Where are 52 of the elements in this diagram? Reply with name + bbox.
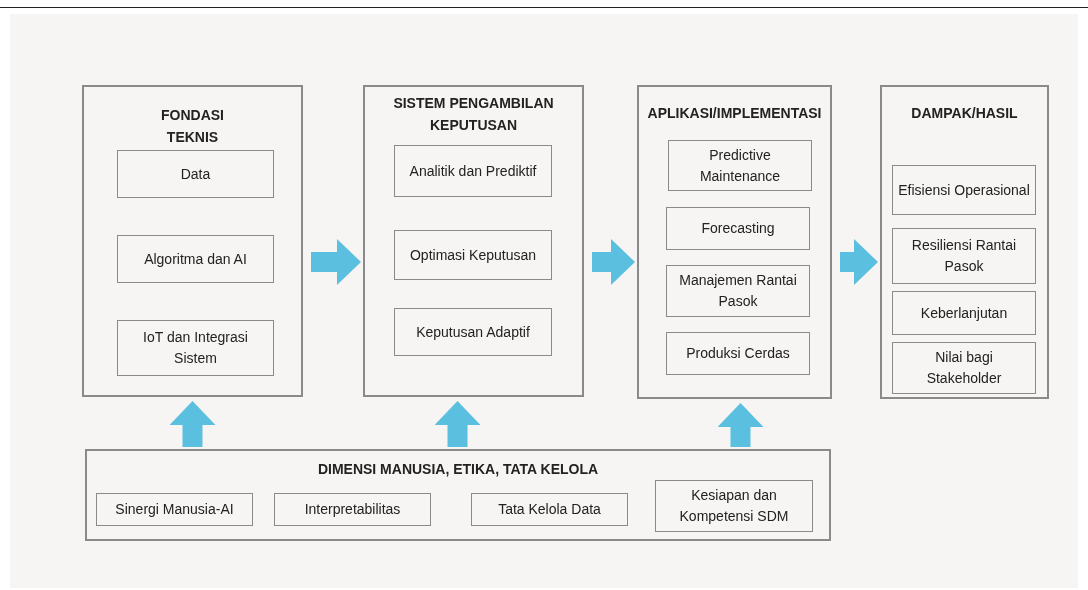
block-arrow (840, 239, 878, 285)
item-label: Sinergi Manusia-AI (114, 500, 235, 519)
item-label: Forecasting (700, 219, 776, 238)
item-label: Keputusan Adaptif (415, 322, 531, 342)
item-label: Nilai bagi Stakeholder (925, 348, 1003, 388)
item-label: Algoritma dan AI (143, 249, 248, 269)
item-label: Data (179, 164, 212, 184)
item-box (96, 493, 253, 526)
item-box (117, 235, 274, 283)
item-label: Efisiensi Operasional (897, 180, 1031, 200)
item-box (117, 150, 274, 198)
block-arrow (717, 403, 764, 447)
panel-heading: APLIKASI/IMPLEMENTASI (647, 104, 822, 123)
group-panel (880, 85, 1049, 399)
panel-heading: SISTEM PENGAMBILAN KEPUTUSAN (392, 94, 555, 135)
item-box (666, 265, 810, 317)
item-box (668, 140, 812, 191)
item-label: Optimasi Keputusan (408, 245, 538, 265)
item-box (666, 207, 810, 250)
group-panel (363, 85, 584, 397)
block-arrow (311, 239, 361, 285)
block-arrow (592, 239, 635, 285)
item-box (892, 291, 1036, 335)
block-arrow (169, 401, 216, 447)
block-arrow (434, 401, 481, 447)
item-label: Keberlanjutan (919, 303, 1009, 323)
panel-heading: DAMPAK/HASIL (911, 104, 1018, 123)
group-panel (82, 85, 303, 397)
item-label: Analitik dan Prediktif (408, 161, 538, 181)
item-box (892, 342, 1036, 394)
item-box (394, 230, 552, 280)
item-box (666, 332, 810, 375)
group-panel (85, 449, 831, 541)
panel-heading: FONDASI TEKNIS (160, 106, 225, 147)
item-box (274, 493, 431, 526)
item-label: Interpretabilitas (303, 500, 402, 519)
item-label: IoT dan Integrasi Sistem (142, 328, 249, 368)
item-box (471, 493, 628, 526)
item-box (892, 228, 1036, 284)
group-panel (637, 85, 832, 399)
item-label: Resiliensi Rantai Pasok (910, 236, 1018, 276)
item-box (655, 480, 813, 532)
item-label: Kesiapan dan Kompetensi SDM (678, 486, 790, 526)
item-label: Produksi Cerdas (685, 344, 791, 363)
item-box (394, 308, 552, 356)
item-box (892, 165, 1036, 215)
item-box (394, 145, 552, 197)
item-label: Manajemen Rantai Pasok (678, 271, 798, 311)
item-label: Tata Kelola Data (497, 500, 602, 519)
item-label: Predictive Maintenance (698, 145, 782, 186)
item-box (117, 320, 274, 376)
panel-heading: DIMENSI MANUSIA, ETIKA, TATA KELOLA (317, 460, 599, 479)
